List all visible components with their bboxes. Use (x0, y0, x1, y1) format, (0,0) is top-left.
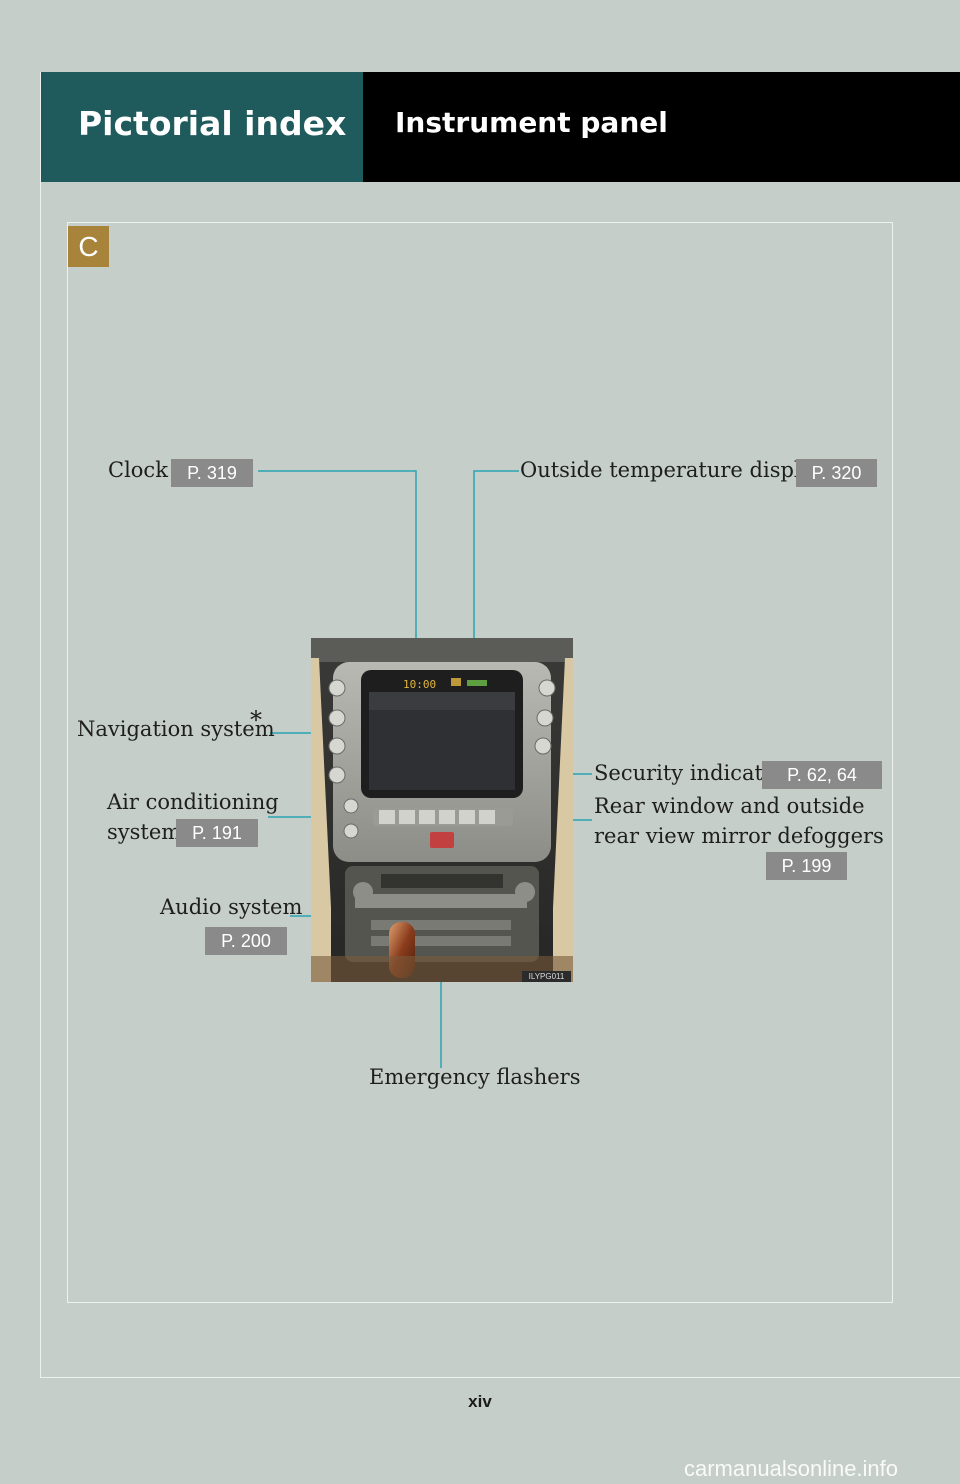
defoggers-label-line1: Rear window and outside (594, 794, 865, 818)
header-section-title: Pictorial index (78, 104, 347, 143)
content-box (67, 222, 893, 1303)
clock-page-ref[interactable]: P. 319 (171, 459, 253, 487)
audio-page-ref[interactable]: P. 200 (205, 927, 287, 955)
security-page-ref[interactable]: P. 62, 64 (762, 761, 882, 789)
air-conditioning-label-line1: Air conditioning (107, 790, 279, 814)
emergency-flashers-label: Emergency flashers (369, 1065, 581, 1089)
photo-clock-readout: 10:00 (403, 678, 436, 691)
leader-clock (258, 470, 421, 682)
defoggers-page-ref[interactable]: P. 199 (766, 852, 847, 880)
outside-temp-page-ref[interactable]: P. 320 (796, 459, 877, 487)
air-conditioning-page-ref[interactable]: P. 191 (176, 819, 258, 847)
section-tab: C (68, 226, 109, 267)
page-number: xiv (468, 1392, 492, 1411)
header-title-bar: Instrument panel (363, 72, 960, 182)
page-frame (40, 72, 960, 1378)
navigation-label: Navigation system (77, 717, 275, 741)
clock-label: Clock (108, 458, 168, 482)
security-label: Security indicator (594, 761, 786, 785)
defoggers-label-line2: rear view mirror defoggers (594, 824, 884, 848)
page-title: Instrument panel (395, 106, 668, 139)
leader-outside-temp (469, 470, 519, 682)
instrument-panel-photo: 10:00 (311, 638, 573, 982)
navigation-asterisk: * (250, 706, 262, 734)
header-section-bar: Pictorial index (41, 72, 363, 182)
air-conditioning-label-line2: system (107, 820, 182, 844)
photo-id: ILYPG011 (522, 971, 571, 982)
watermark: carmanualsonline.info (684, 1456, 899, 1481)
outside-temp-label: Outside temperature display (520, 458, 826, 482)
audio-label: Audio system (160, 895, 303, 919)
